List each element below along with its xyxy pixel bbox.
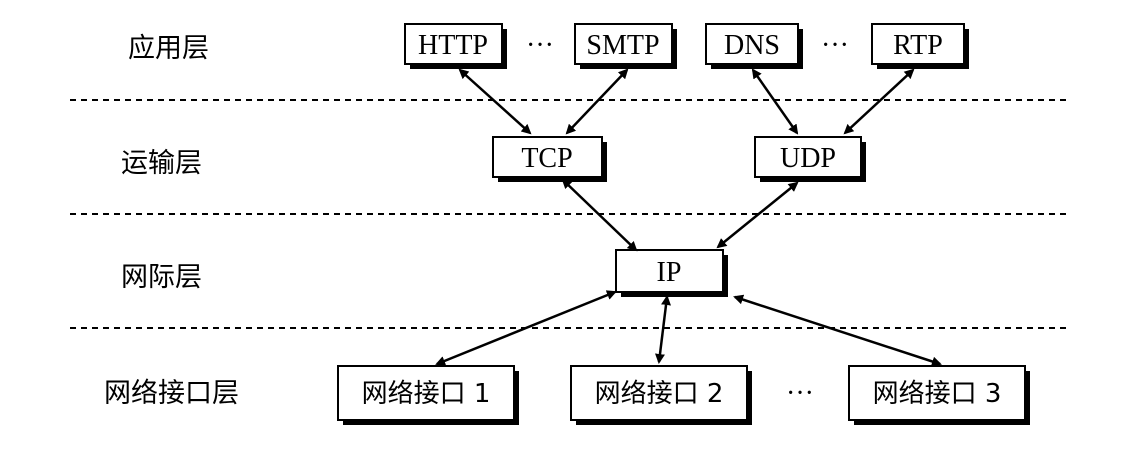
udp-label: UDP: [780, 143, 836, 174]
ip-label: IP: [657, 257, 682, 288]
arrow-http-tcp: [458, 68, 532, 135]
application-ellipsis-left: ···: [526, 30, 554, 61]
network-interface-ellipsis: ···: [786, 378, 814, 409]
network-interface-2-box: 网络接口 2: [570, 365, 752, 425]
layer-label-network-interface: 网络接口层: [104, 378, 239, 409]
smtp-label: SMTP: [586, 30, 659, 61]
rtp-box: RTP: [871, 23, 969, 69]
dns-box: DNS: [705, 23, 803, 69]
layer-label-application: 应用层: [128, 33, 209, 64]
arrow-dns-udp: [751, 68, 799, 135]
arrow-udp-ip: [716, 181, 799, 249]
application-ellipsis-right: ···: [821, 30, 849, 61]
arrow-ip-interface-1: [435, 290, 617, 366]
network-interface-3-box: 网络接口 3: [848, 365, 1030, 425]
tcp-label: TCP: [521, 143, 572, 174]
arrow-ip-interface-3: [733, 294, 942, 367]
http-label: HTTP: [418, 30, 488, 61]
arrow-rtp-udp: [843, 68, 915, 135]
rtp-label: RTP: [893, 30, 943, 61]
ip-box: IP: [615, 249, 728, 297]
layer-label-transport: 运输层: [121, 148, 202, 179]
arrow-ip-interface-2: [655, 295, 671, 364]
udp-box: UDP: [754, 136, 866, 182]
network-interface-1-box: 网络接口 1: [337, 365, 519, 425]
tcp-box: TCP: [492, 136, 607, 182]
arrow-smtp-tcp: [565, 68, 629, 135]
layer-label-internet: 网际层: [121, 262, 202, 293]
dns-label: DNS: [724, 30, 780, 61]
network-interface-3-label: 网络接口 3: [873, 379, 1002, 409]
smtp-box: SMTP: [574, 23, 677, 69]
arrow-tcp-ip: [561, 178, 638, 252]
http-box: HTTP: [404, 23, 507, 69]
network-interface-1-label: 网络接口 1: [362, 379, 491, 409]
network-interface-2-label: 网络接口 2: [595, 379, 724, 409]
